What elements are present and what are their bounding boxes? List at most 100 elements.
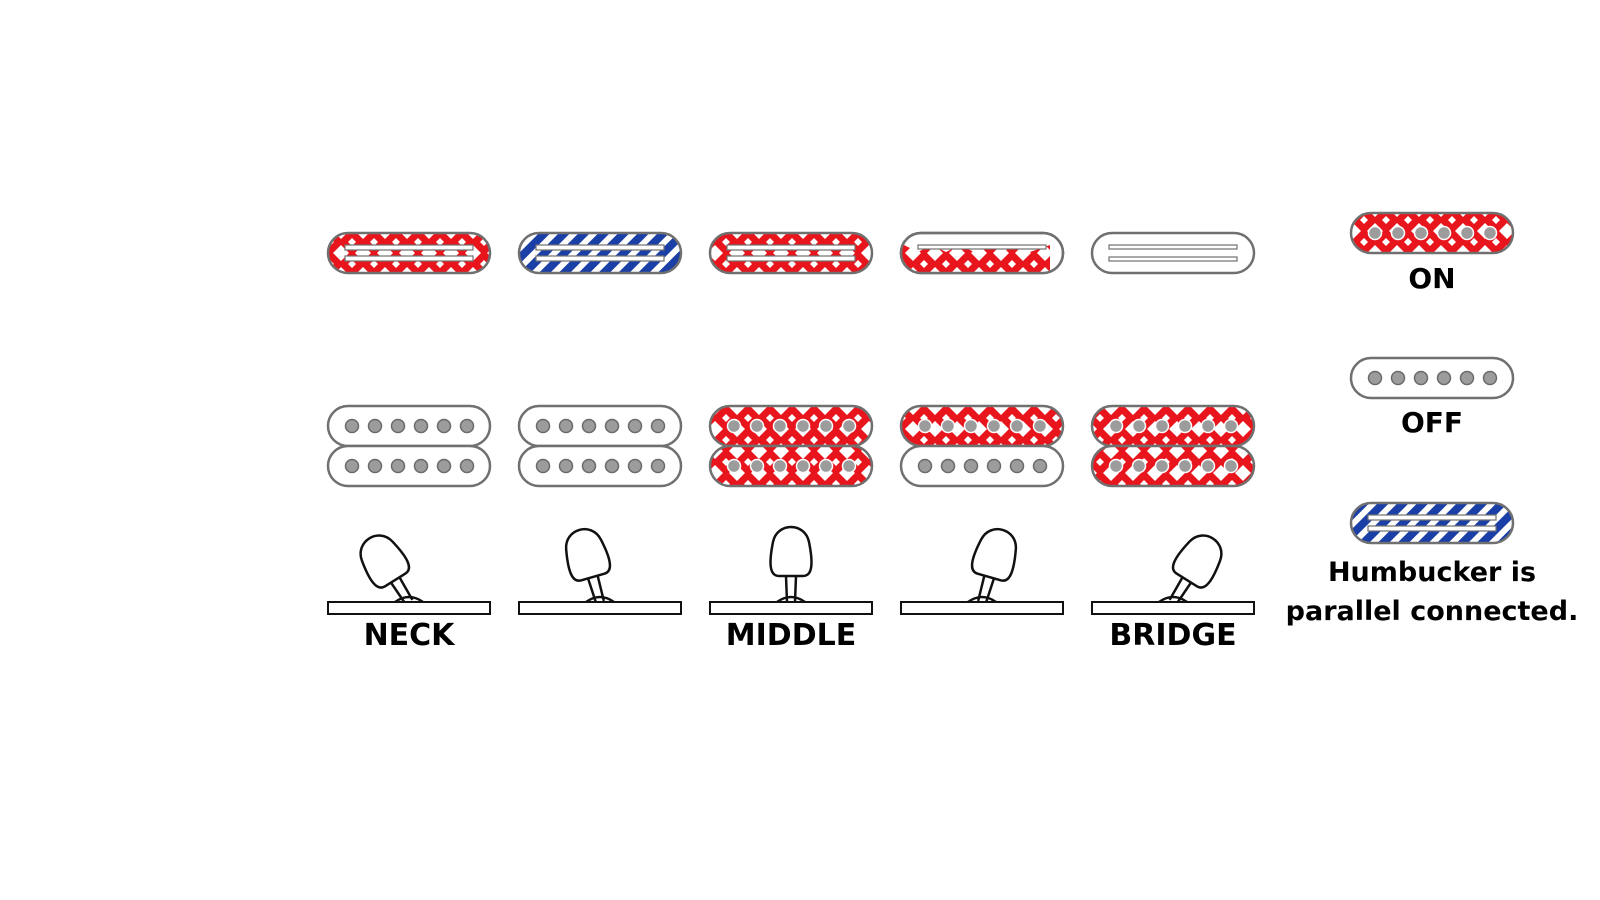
single-coil-pickup: [517, 231, 683, 275]
single-coil-pickup: [708, 231, 874, 275]
pickup-body: [517, 231, 683, 275]
pole-piece: [459, 418, 475, 434]
pole-piece: [558, 458, 574, 474]
pole-piece: [818, 458, 834, 474]
blade-bar: [1108, 256, 1238, 262]
pole-piece: [344, 458, 360, 474]
pole-piece: [1177, 458, 1193, 474]
pole-piece: [1032, 418, 1048, 434]
pole-piece: [986, 458, 1002, 474]
switch-shaft: [1168, 576, 1193, 605]
pole-piece: [917, 458, 933, 474]
pole-piece: [535, 458, 551, 474]
pole-piece: [558, 418, 574, 434]
switch-shaft: [976, 575, 996, 604]
blade-bar: [726, 244, 856, 251]
pole-piece: [581, 458, 597, 474]
pole-piece: [1223, 418, 1239, 434]
pole-piece: [986, 418, 1002, 434]
pole-piece: [1032, 458, 1048, 474]
switch-lever: [769, 525, 813, 603]
blade-bar: [535, 255, 665, 262]
legend-off-label: OFF: [1401, 406, 1463, 439]
single-coil-pickup: [1090, 231, 1256, 275]
pole-piece: [627, 458, 643, 474]
humbucker-coil: [708, 404, 874, 448]
pole-piece: [963, 458, 979, 474]
pole-piece: [818, 418, 834, 434]
coil-body: [899, 444, 1065, 488]
pickup-body: [326, 231, 492, 275]
pole-piece: [1009, 418, 1025, 434]
single-coil-pickup: [326, 231, 492, 275]
legend-off-pickup: [1349, 356, 1515, 400]
switch-knob: [769, 525, 813, 578]
pole-piece: [749, 418, 765, 434]
pickup-outline: [899, 231, 1065, 275]
humbucker-coil: [708, 444, 874, 488]
pole-piece: [390, 418, 406, 434]
position-column: MIDDLE: [708, 231, 874, 653]
pole-piece: [1009, 458, 1025, 474]
pole-piece: [795, 418, 811, 434]
switch-lever: [1168, 534, 1223, 605]
switch-plate: [1091, 601, 1255, 615]
pole-piece: [367, 458, 383, 474]
switch-knob: [1171, 534, 1223, 589]
pole-piece: [436, 458, 452, 474]
pole-piece: [1390, 225, 1406, 241]
position-column: [899, 231, 1065, 615]
switch-lever: [359, 534, 414, 605]
position-label: NECK: [364, 618, 457, 653]
switch-shaft: [586, 575, 606, 604]
pole-piece: [1459, 225, 1475, 241]
switch-shaft: [389, 576, 414, 605]
switch-plate: [900, 601, 1064, 615]
pole-piece: [535, 418, 551, 434]
legend-parallel-pickup: [1349, 501, 1515, 545]
pole-piece: [841, 418, 857, 434]
legend-on-pickup: [1349, 211, 1515, 255]
blade-bar: [917, 244, 1047, 250]
pole-piece: [436, 418, 452, 434]
pole-piece: [1108, 458, 1124, 474]
selector-switch: [1091, 534, 1255, 615]
blade-bar: [1367, 514, 1497, 521]
blade-bar: [726, 255, 856, 262]
pole-piece: [726, 418, 742, 434]
switch-lever: [970, 528, 1018, 604]
pole-piece: [1436, 370, 1452, 386]
switch-pivot: [967, 595, 997, 604]
switch-positions: NECK MIDDLE BRIDGE: [326, 231, 1256, 653]
blade-bar: [344, 255, 474, 262]
pole-piece: [841, 458, 857, 474]
pole-piece: [1200, 458, 1216, 474]
pole-piece: [1367, 370, 1383, 386]
position-column: BRIDGE: [1090, 231, 1256, 653]
blade-bar: [535, 244, 665, 251]
blade-bar: [1367, 525, 1497, 532]
switch-pivot: [1158, 595, 1188, 604]
coil-body: [1349, 211, 1515, 255]
switch-plate: [518, 601, 682, 615]
pole-piece: [1413, 370, 1429, 386]
pole-piece: [604, 418, 620, 434]
pole-piece: [581, 418, 597, 434]
pole-piece: [1177, 418, 1193, 434]
pole-piece: [459, 458, 475, 474]
legend: ON OFF Humbucker is parallel connected.: [1286, 211, 1578, 627]
pickup-body: [1090, 231, 1256, 275]
switch-pivot: [776, 595, 806, 604]
pole-piece: [795, 458, 811, 474]
humbucker-coil: [899, 404, 1065, 448]
pole-piece: [1154, 418, 1170, 434]
humbucker-coil: [517, 444, 683, 488]
pole-piece: [1108, 418, 1124, 434]
pole-piece: [604, 458, 620, 474]
position-column: NECK: [326, 231, 492, 653]
pole-piece: [772, 458, 788, 474]
pole-piece: [772, 418, 788, 434]
single-coil-pickup: [899, 231, 1065, 275]
position-label: BRIDGE: [1109, 618, 1236, 653]
